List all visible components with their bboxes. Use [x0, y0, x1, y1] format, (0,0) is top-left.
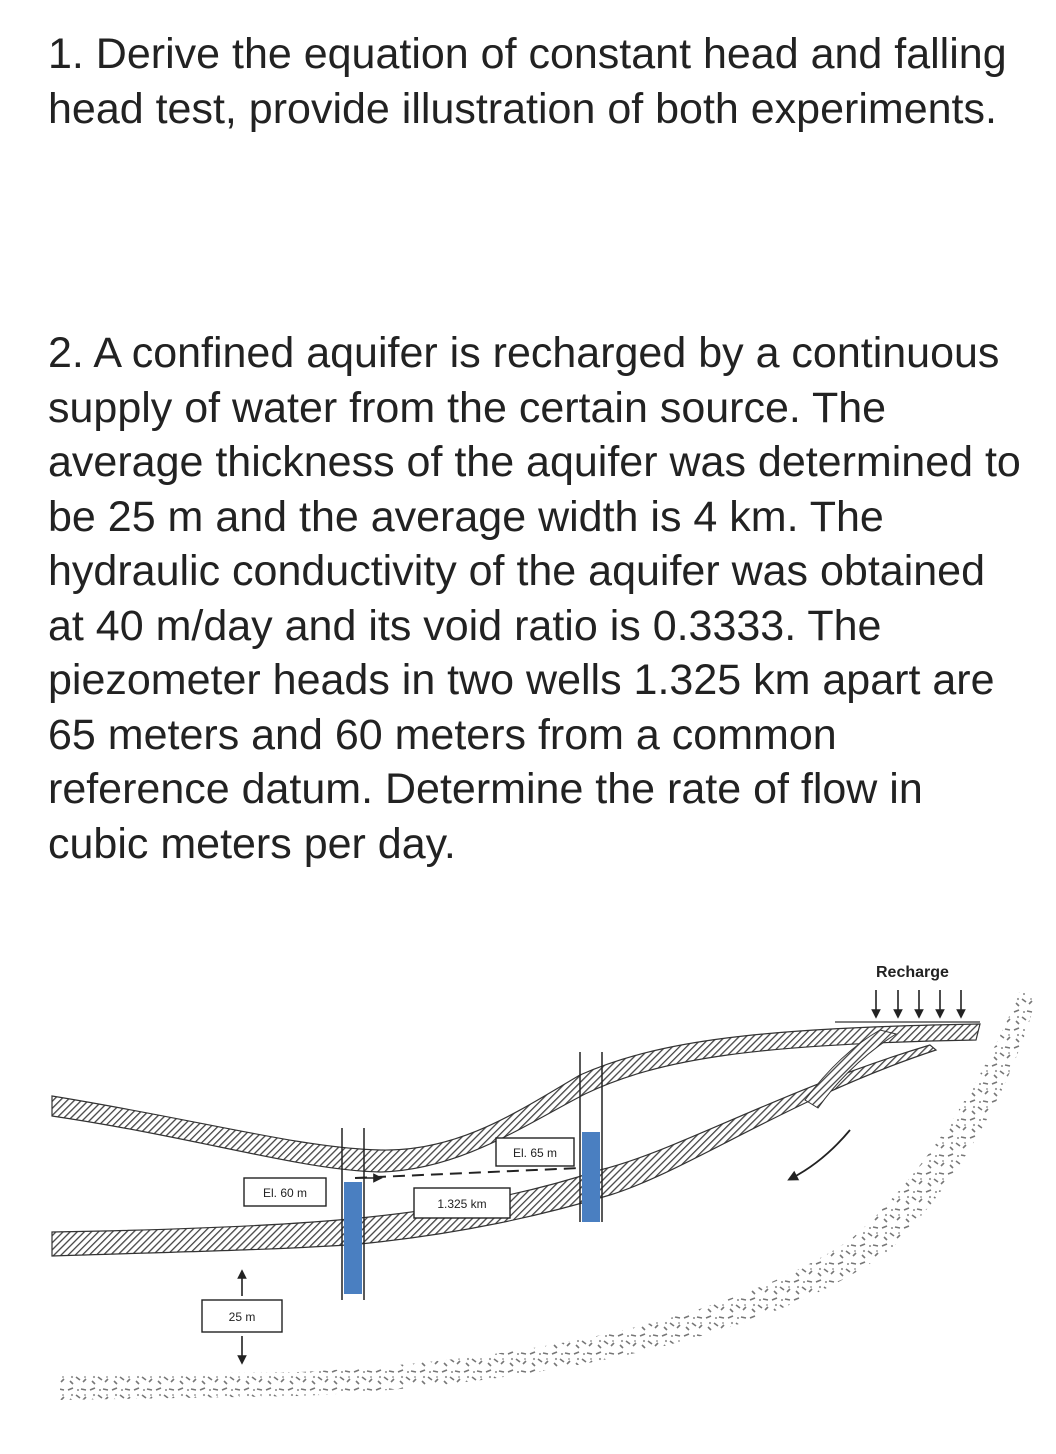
label-thickness-box: 25 m: [201, 1299, 283, 1333]
svg-text:1.325 km: 1.325 km: [437, 1197, 486, 1211]
well-left-water: [344, 1182, 362, 1294]
well-right: [579, 1052, 603, 1222]
well-left: [341, 1128, 365, 1300]
recharge-label: Recharge: [876, 964, 949, 981]
recharge-arrows: [871, 990, 966, 1019]
svg-text:25 m: 25 m: [229, 1310, 256, 1324]
aquifer-diagram: Recharge El. 65 m El. 60 m 1.325 km 25 m: [51, 964, 1036, 1400]
bedrock-layer: [60, 990, 1036, 1400]
question-2-text: 2. A confined aquifer is recharged by a …: [48, 329, 1021, 868]
label-el65-box: El. 65 m: [495, 1137, 575, 1167]
question-1-text: 1. Derive the equation of constant head …: [48, 30, 1007, 133]
well-right-water: [582, 1132, 600, 1222]
flow-direction-arrow: [787, 1129, 851, 1181]
recharge-outcrop: [804, 1029, 898, 1109]
label-el60-box: El. 60 m: [243, 1177, 327, 1207]
lower-confining-layer: [51, 1044, 938, 1257]
label-distance-box: 1.325 km: [413, 1187, 511, 1219]
svg-text:El. 65 m: El. 65 m: [513, 1146, 557, 1160]
svg-text:El. 60 m: El. 60 m: [263, 1186, 307, 1200]
